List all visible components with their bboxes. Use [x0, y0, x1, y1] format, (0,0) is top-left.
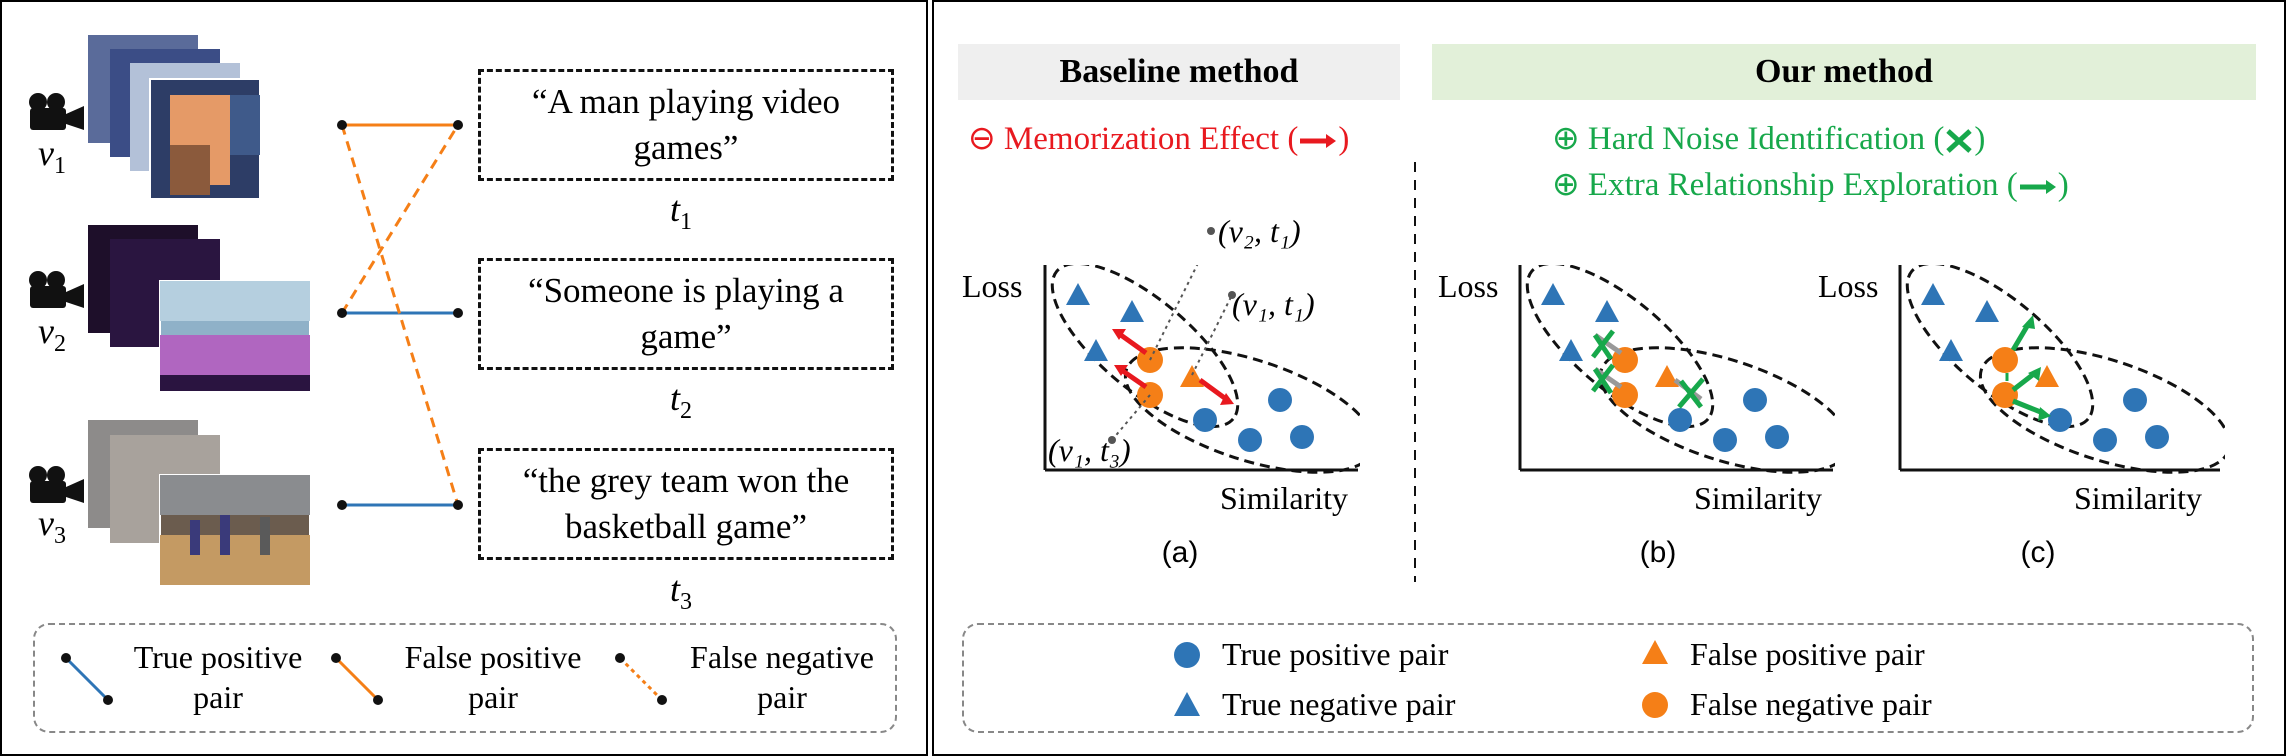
- true-positive-marker: [2145, 425, 2169, 449]
- legend-true-positive-label: True positive pair: [133, 639, 303, 715]
- false-positive-marker: [1180, 365, 1204, 387]
- axis-x-label-c: Similarity: [2074, 480, 2202, 516]
- hard-noise-label: ⊕ Hard Noise Identification (): [1552, 121, 1986, 157]
- panel-divider: [1414, 162, 1416, 582]
- text-label-1: t1: [670, 189, 693, 236]
- legend-false-positive-icon: [331, 653, 383, 705]
- true-negative-marker: [1120, 300, 1144, 322]
- video-2-frames: [88, 225, 311, 392]
- text-label-2: t2: [670, 378, 693, 425]
- true-positive-marker: [1290, 425, 1314, 449]
- false-negative-marker: [1612, 382, 1638, 408]
- true-positive-marker: [1743, 388, 1767, 412]
- video-label-2: v2: [38, 311, 66, 358]
- camera-icon: [29, 466, 84, 503]
- axis-y-label-c: Loss: [1818, 268, 1879, 304]
- right-panel: [932, 0, 2286, 756]
- legend-true-positive-icon: [61, 653, 113, 705]
- axis-y-label-a: Loss: [962, 268, 1023, 304]
- camera-icon: [29, 93, 84, 130]
- true-positive-marker: [2048, 408, 2072, 432]
- false-negative-marker: [1992, 347, 2018, 373]
- true-positive-marker: [1238, 428, 1262, 452]
- video-label-3: v3: [38, 503, 66, 550]
- text-box-2: “Someone is playing a game”: [478, 258, 894, 370]
- true-positive-marker: [1268, 388, 1292, 412]
- right-legend: [962, 623, 2254, 733]
- true-negative-marker: [1066, 283, 1090, 305]
- legend-fp-label: False positive pair: [1690, 636, 1925, 672]
- our-method-header: Our method: [1432, 44, 2256, 100]
- legend-false-positive-label: False positive pair: [404, 639, 582, 715]
- legend-false-negative-label: False negative pair: [690, 639, 874, 715]
- legend-false-negative-marker: [1642, 692, 1668, 718]
- plot-c: [1898, 265, 2225, 474]
- true-positive-marker: [1765, 425, 1789, 449]
- pair-connections: [337, 120, 463, 510]
- legend-false-negative-icon: [615, 653, 667, 705]
- false-negative-line: [340, 124, 460, 314]
- true-negative-marker: [1921, 283, 1945, 305]
- plot-a: [1043, 265, 1360, 474]
- true-negative-marker: [1084, 339, 1108, 361]
- green-arrow-icon: [2005, 315, 2051, 421]
- legend-tp-label: True positive pair: [1222, 636, 1449, 672]
- plot-b: [1518, 265, 1835, 474]
- annotation-v1-t1: (v₁, t₁): [1232, 286, 1315, 322]
- true-negative-marker: [1595, 300, 1619, 322]
- true-negative-marker: [1541, 283, 1565, 305]
- axis-y-label-b: Loss: [1438, 268, 1499, 304]
- annotation-v1-t3: (v₁, t₃): [1048, 432, 1131, 468]
- green-arrow-icon: [2019, 180, 2056, 195]
- legend-false-positive-marker: [1642, 640, 1668, 664]
- true-positive-marker: [2123, 388, 2147, 412]
- annotation-v2-t1: (v₂, t₁): [1218, 213, 1301, 249]
- legend-true-negative-marker: [1174, 692, 1200, 716]
- subfigure-caption-a: (a): [1161, 536, 1199, 569]
- green-x-icon: [1946, 129, 1973, 154]
- subfigure-caption-c: (c): [2020, 536, 2056, 569]
- subfigure-caption-b: (b): [1639, 536, 1677, 569]
- text-label-3: t3: [670, 569, 693, 616]
- left-legend: [33, 623, 897, 733]
- red-arrow-icon: [1300, 134, 1337, 149]
- true-negative-marker: [1559, 339, 1583, 361]
- false-negative-line: [340, 124, 460, 506]
- true-positive-marker: [1193, 408, 1217, 432]
- text-box-3: “the grey team won the basketball game”: [478, 448, 894, 560]
- video-1-frames: [88, 35, 261, 200]
- false-positive-marker: [2035, 365, 2059, 387]
- true-negative-marker: [1975, 300, 1999, 322]
- red-arrow-icon: [1112, 329, 1234, 405]
- memorization-effect-label: ⊖ Memorization Effect (): [968, 121, 1350, 157]
- axis-x-label-b: Similarity: [1694, 480, 1822, 516]
- baseline-header: Baseline method: [958, 44, 1400, 100]
- legend-tn-label: True negative pair: [1222, 686, 1456, 722]
- video-thumbnails: [88, 35, 311, 586]
- true-negative-marker: [1939, 339, 1963, 361]
- crossed-arrow: [1591, 329, 1705, 409]
- text-box-1: “A man playing video games”: [478, 69, 894, 181]
- legend-true-positive-marker: [1174, 642, 1200, 668]
- extra-relationship-label: ⊕ Extra Relationship Exploration (): [1552, 167, 2069, 203]
- true-positive-marker: [1668, 408, 1692, 432]
- true-positive-marker: [2093, 428, 2117, 452]
- video-3-frames: [88, 420, 311, 586]
- left-panel: [0, 0, 928, 756]
- true-positive-marker: [1713, 428, 1737, 452]
- axis-x-label-a: Similarity: [1220, 480, 1348, 516]
- legend-fn-label: False negative pair: [1690, 686, 1932, 722]
- false-negative-marker: [1992, 382, 2018, 408]
- camera-icon: [29, 271, 84, 308]
- video-label-1: v1: [38, 133, 66, 180]
- false-positive-marker: [1655, 365, 1679, 387]
